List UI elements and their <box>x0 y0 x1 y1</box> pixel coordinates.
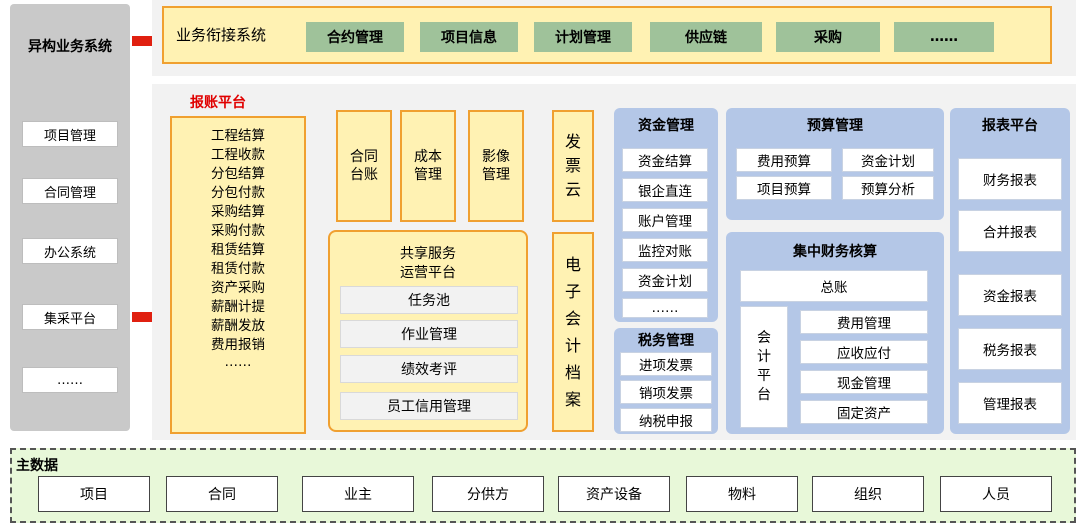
left-item-more: …… <box>22 367 118 393</box>
invoice-cloud-box: 发票云 <box>552 110 594 222</box>
shared-service-title: 共享服务 运营平台 <box>328 244 528 284</box>
left-item-project-mgmt: 项目管理 <box>22 121 118 147</box>
account-item: 工程收款 <box>211 146 265 163</box>
account-item: 工程结算 <box>211 127 265 144</box>
fund-mgmt-title: 资金管理 <box>638 118 694 134</box>
master-item-organization: 组织 <box>812 476 924 512</box>
master-item-personnel: 人员 <box>940 476 1052 512</box>
account-item: 薪酬发放 <box>211 317 265 334</box>
master-item-subcontractor: 分供方 <box>432 476 544 512</box>
budget-mgmt-title: 预算管理 <box>807 118 863 134</box>
tab-more: …… <box>894 22 994 52</box>
tax-item-declaration: 纳税申报 <box>620 408 712 432</box>
account-platform-box: 工程结算 工程收款 分包结算 分包付款 采购结算 采购付款 租赁结算 租赁付款 … <box>170 116 306 434</box>
master-item-asset-equipment: 资产设备 <box>558 476 670 512</box>
fund-item-plan: 资金计划 <box>622 268 708 292</box>
budget-item-fund-plan: 资金计划 <box>842 148 934 172</box>
account-item: 租赁付款 <box>211 260 265 277</box>
tab-project-info: 项目信息 <box>420 22 518 52</box>
e-archive-box: 电子会计档案 <box>552 232 594 432</box>
fund-item-more: …… <box>622 298 708 318</box>
budget-item-project: 项目预算 <box>736 176 832 200</box>
master-item-material: 物料 <box>686 476 798 512</box>
left-item-office-system: 办公系统 <box>22 238 118 264</box>
left-item-contract-mgmt: 合同管理 <box>22 178 118 204</box>
tab-supply-chain: 供应链 <box>650 22 762 52</box>
report-item-fund: 资金报表 <box>958 274 1062 316</box>
shared-item-task-pool: 任务池 <box>340 286 518 314</box>
accounting-item-fixed-assets: 固定资产 <box>800 400 928 424</box>
master-item-contract: 合同 <box>166 476 278 512</box>
account-item: 采购结算 <box>211 203 265 220</box>
master-item-project: 项目 <box>38 476 150 512</box>
accounting-item-receivable-payable: 应收应付 <box>800 340 928 364</box>
account-item: 费用报销 <box>211 336 265 353</box>
accounting-platform-box: 会计平台 <box>740 306 788 428</box>
shared-service-title-line2: 运营平台 <box>400 265 456 281</box>
accounting-item-expense: 费用管理 <box>800 310 928 334</box>
tab-contract-mgmt: 合约管理 <box>306 22 404 52</box>
budget-item-expense: 费用预算 <box>736 148 832 172</box>
tab-purchase: 采购 <box>776 22 880 52</box>
heterogeneous-systems-title: 异构业务系统 <box>28 39 112 55</box>
shared-item-credit-mgmt: 员工信用管理 <box>340 392 518 420</box>
fund-item-account-mgmt: 账户管理 <box>622 208 708 232</box>
image-mgmt-box: 影像 管理 <box>468 110 524 222</box>
account-item: 薪酬计提 <box>211 298 265 315</box>
fund-item-monitor: 监控对账 <box>622 238 708 262</box>
shared-item-performance: 绩效考评 <box>340 355 518 383</box>
left-item-procurement-platform: 集采平台 <box>22 304 118 330</box>
report-item-management: 管理报表 <box>958 382 1062 424</box>
tab-plan-mgmt: 计划管理 <box>534 22 632 52</box>
cost-mgmt-box: 成本 管理 <box>400 110 456 222</box>
tax-item-input-invoice: 进项发票 <box>620 352 712 376</box>
master-data-title: 主数据 <box>16 458 58 474</box>
account-item: 分包付款 <box>211 184 265 201</box>
account-item: 分包结算 <box>211 165 265 182</box>
report-item-consolidated: 合并报表 <box>958 210 1062 252</box>
accounting-item-cash: 现金管理 <box>800 370 928 394</box>
account-item: 租赁结算 <box>211 241 265 258</box>
general-ledger-box: 总账 <box>740 270 928 302</box>
shared-service-title-line1: 共享服务 <box>400 246 456 262</box>
report-item-tax: 税务报表 <box>958 328 1062 370</box>
central-accounting-title: 集中财务核算 <box>793 244 877 260</box>
heterogeneous-systems-panel <box>10 4 130 431</box>
account-platform-title: 报账平台 <box>190 95 246 111</box>
tax-mgmt-title: 税务管理 <box>638 333 694 349</box>
business-link-system-title: 业务衔接系统 <box>176 25 267 44</box>
tax-item-output-invoice: 销项发票 <box>620 380 712 404</box>
account-item: 资产采购 <box>211 279 265 296</box>
report-item-financial: 财务报表 <box>958 158 1062 200</box>
report-platform-title: 报表平台 <box>982 118 1038 134</box>
fund-item-settlement: 资金结算 <box>622 148 708 172</box>
contract-ledger-box: 合同 台账 <box>336 110 392 222</box>
master-item-owner: 业主 <box>302 476 414 512</box>
account-item: 采购付款 <box>211 222 265 239</box>
fund-item-bank-link: 银企直连 <box>622 178 708 202</box>
account-item: …… <box>224 353 252 370</box>
budget-item-analysis: 预算分析 <box>842 176 934 200</box>
shared-item-operation-mgmt: 作业管理 <box>340 320 518 348</box>
